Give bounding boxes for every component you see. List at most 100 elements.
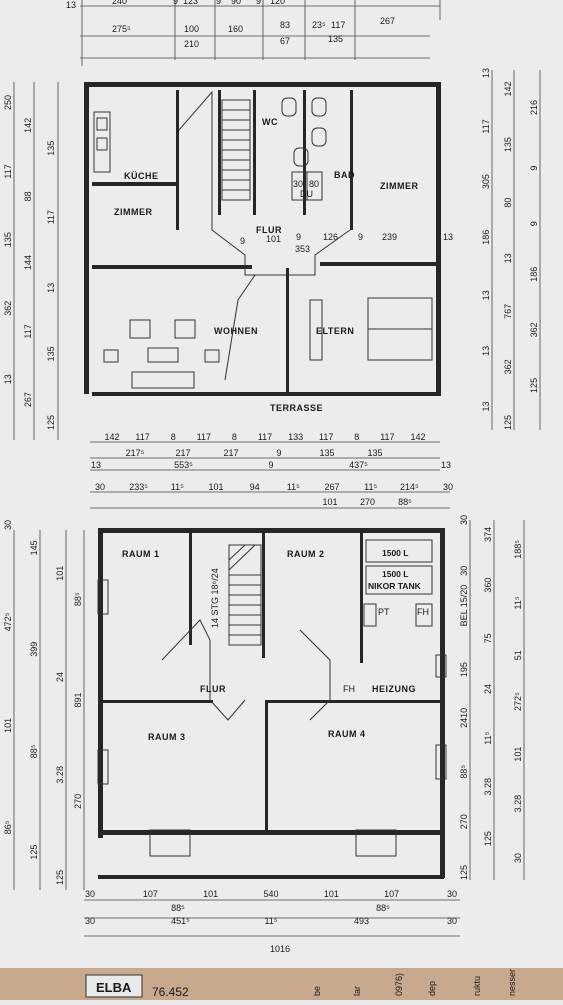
fixture-label-pt: PT: [378, 607, 390, 617]
lower-left-dimensions: 3014510188⁵472⁵3992489110188⁵3.2827086⁵1…: [3, 520, 85, 890]
fixture-label-fh-upper: FH: [417, 607, 429, 617]
upper-top-dim-83: 83: [280, 20, 290, 30]
upper-left-dim-7: 144: [23, 255, 33, 270]
upper-top-dim-120: 120: [270, 0, 285, 6]
room-label-flur: FLUR: [256, 225, 282, 235]
upper-bottom-row3-dim-1: 553⁵: [174, 460, 193, 470]
upper-left-dim-10: 117: [23, 324, 33, 338]
lower-top-row2-dim-2: 88⁵: [398, 497, 412, 507]
upper-bottom-row1-dim-2: 8: [171, 432, 176, 442]
eltern-top-wall: [320, 262, 438, 266]
lower-top-row2-dim-1: 270: [360, 497, 375, 507]
upper-left-dim-14: 125: [46, 415, 56, 430]
lower-bottom-row2-dim-1: 88⁵: [376, 903, 390, 913]
footer-side-text-4: ruktu: [472, 976, 482, 996]
upper-right-dim-16: 362: [503, 359, 513, 374]
window-well-left: [149, 829, 191, 857]
upper-staircase: [221, 99, 251, 201]
lower-top-row1-dim-9: 30: [443, 482, 453, 492]
lower-bottom-row1-dim-3: 540: [263, 889, 278, 899]
room-right-wall: [350, 90, 353, 230]
upper-right-dim-4: 135: [503, 137, 513, 152]
upper-wall-right: [436, 82, 441, 394]
upper-wall-top: [84, 82, 441, 87]
room-label-zimmer-left: ZIMMER: [114, 207, 153, 217]
lower-right-dim-8: 51: [513, 650, 523, 660]
room-label-kueche: KÜCHE: [124, 171, 159, 181]
lower-right-dim-14: 101: [513, 747, 523, 762]
elba-logo-box: [85, 974, 143, 998]
upper-top-dim-67: 67: [280, 36, 290, 46]
upper-inner-dim-9a: 9: [240, 236, 245, 246]
stair-right-wall-lower: [262, 533, 265, 658]
upper-left-dim-12: 13: [3, 374, 13, 384]
upper-top-dim-23: 23⁵: [312, 20, 326, 30]
living-furniture: [103, 319, 220, 389]
lower-right-dim-6: BEL 15/20: [459, 585, 469, 627]
upper-wall-bottom: [92, 392, 441, 396]
upper-bottom-row1-dim-7: 117: [319, 432, 333, 442]
upper-left-dim-0: 250: [3, 95, 13, 110]
raum4-left-wall: [265, 703, 268, 830]
lower-wall-right: [440, 528, 445, 878]
upper-top-dim-13: 13: [66, 0, 76, 10]
upper-left-dimensions: 2501421351178811713514413362117135132671…: [3, 82, 59, 440]
upper-left-dim-4: 88: [23, 191, 33, 201]
upper-right-dim-9: 186: [481, 230, 491, 245]
window-raum1: [97, 579, 109, 615]
upper-top-dim-160: 160: [228, 24, 243, 34]
lower-bottom-row3-dim-4: 30: [447, 916, 457, 926]
lower-right-dim-20: 30: [513, 853, 523, 863]
lower-floor-plan: RAUM 1 RAUM 2 RAUM 3 RAUM 4 FLUR HEIZUNG…: [97, 528, 447, 879]
raum2-right-wall: [360, 533, 363, 663]
elba-code: 76.452: [152, 985, 189, 999]
lower-right-dim-16: 3.28: [483, 778, 493, 796]
lower-base-line: [98, 875, 444, 879]
upper-right-dim-18: 13: [481, 401, 491, 411]
upper-top-dim-210: 210: [184, 39, 199, 49]
room-label-zimmer-right: ZIMMER: [380, 181, 419, 191]
footer-side-text-1: lar: [352, 986, 362, 996]
raum4-top-wall: [265, 700, 440, 703]
lower-top-row1-dim-0: 30: [95, 482, 105, 492]
upper-inner-dim-13: 13: [443, 232, 453, 242]
lower-right-dim-7: 75: [483, 633, 493, 643]
upper-top-dim-117: 117: [331, 20, 345, 30]
upper-left-dim-3: 117: [3, 164, 13, 178]
lower-top-row1-dim-2: 11⁵: [171, 482, 184, 492]
window-heizung: [435, 654, 447, 678]
upper-right-dim-11: 186: [529, 267, 539, 282]
room-label-bad: BAD: [334, 170, 355, 180]
lower-top-row2-dim-0: 101: [322, 497, 337, 507]
upper-bottom-row1-dim-6: 133: [288, 432, 303, 442]
upper-top-dim-9b: 9: [216, 0, 221, 6]
upper-inner-dim-9c: 9: [358, 232, 363, 242]
lower-bottom-row1-dim-2: 101: [203, 889, 218, 899]
room-label-eltern: ELTERN: [316, 326, 354, 336]
lower-bottom-row1-dim-0: 30: [85, 889, 95, 899]
upper-bottom-row2-dim-1: 217: [175, 448, 190, 458]
upper-right-dim-2: 216: [529, 100, 539, 115]
lower-bottom-row2-dim-0: 88⁵: [171, 903, 185, 913]
room-label-flur-lower: FLUR: [200, 684, 226, 694]
upper-bottom-row3-dim-2: 9: [268, 460, 273, 470]
living-partition: [224, 274, 256, 381]
lower-top-row1-dim-5: 11⁵: [287, 482, 300, 492]
shower-label-du: DU: [300, 189, 313, 199]
room-label-raum2: RAUM 2: [287, 549, 325, 559]
upper-right-dim-14: 362: [529, 322, 539, 337]
lower-corridor-right: [299, 629, 331, 721]
lower-left-dim-3: 88⁵: [73, 592, 83, 606]
upper-right-dim-19: 125: [503, 415, 513, 430]
lower-top-row1-dim-3: 101: [208, 482, 223, 492]
upper-top-dimensions: 13 240 9 123 9 90 9 120 275⁵ 100 160 83 …: [66, 0, 441, 66]
lower-right-dim-21: 125: [459, 865, 469, 880]
upper-inner-dim-239: 239: [382, 232, 397, 242]
upper-inner-dim-353: 353: [295, 244, 310, 254]
upper-right-dim-10: 13: [503, 253, 513, 263]
tank-label-1: 1500 L: [382, 548, 408, 558]
upper-top-dim-123: 123: [183, 0, 198, 6]
upper-right-dim-13: 767: [503, 304, 513, 319]
shower-label-30: 30: [293, 179, 303, 189]
upper-bottom-row2-dim-5: 135: [367, 448, 382, 458]
